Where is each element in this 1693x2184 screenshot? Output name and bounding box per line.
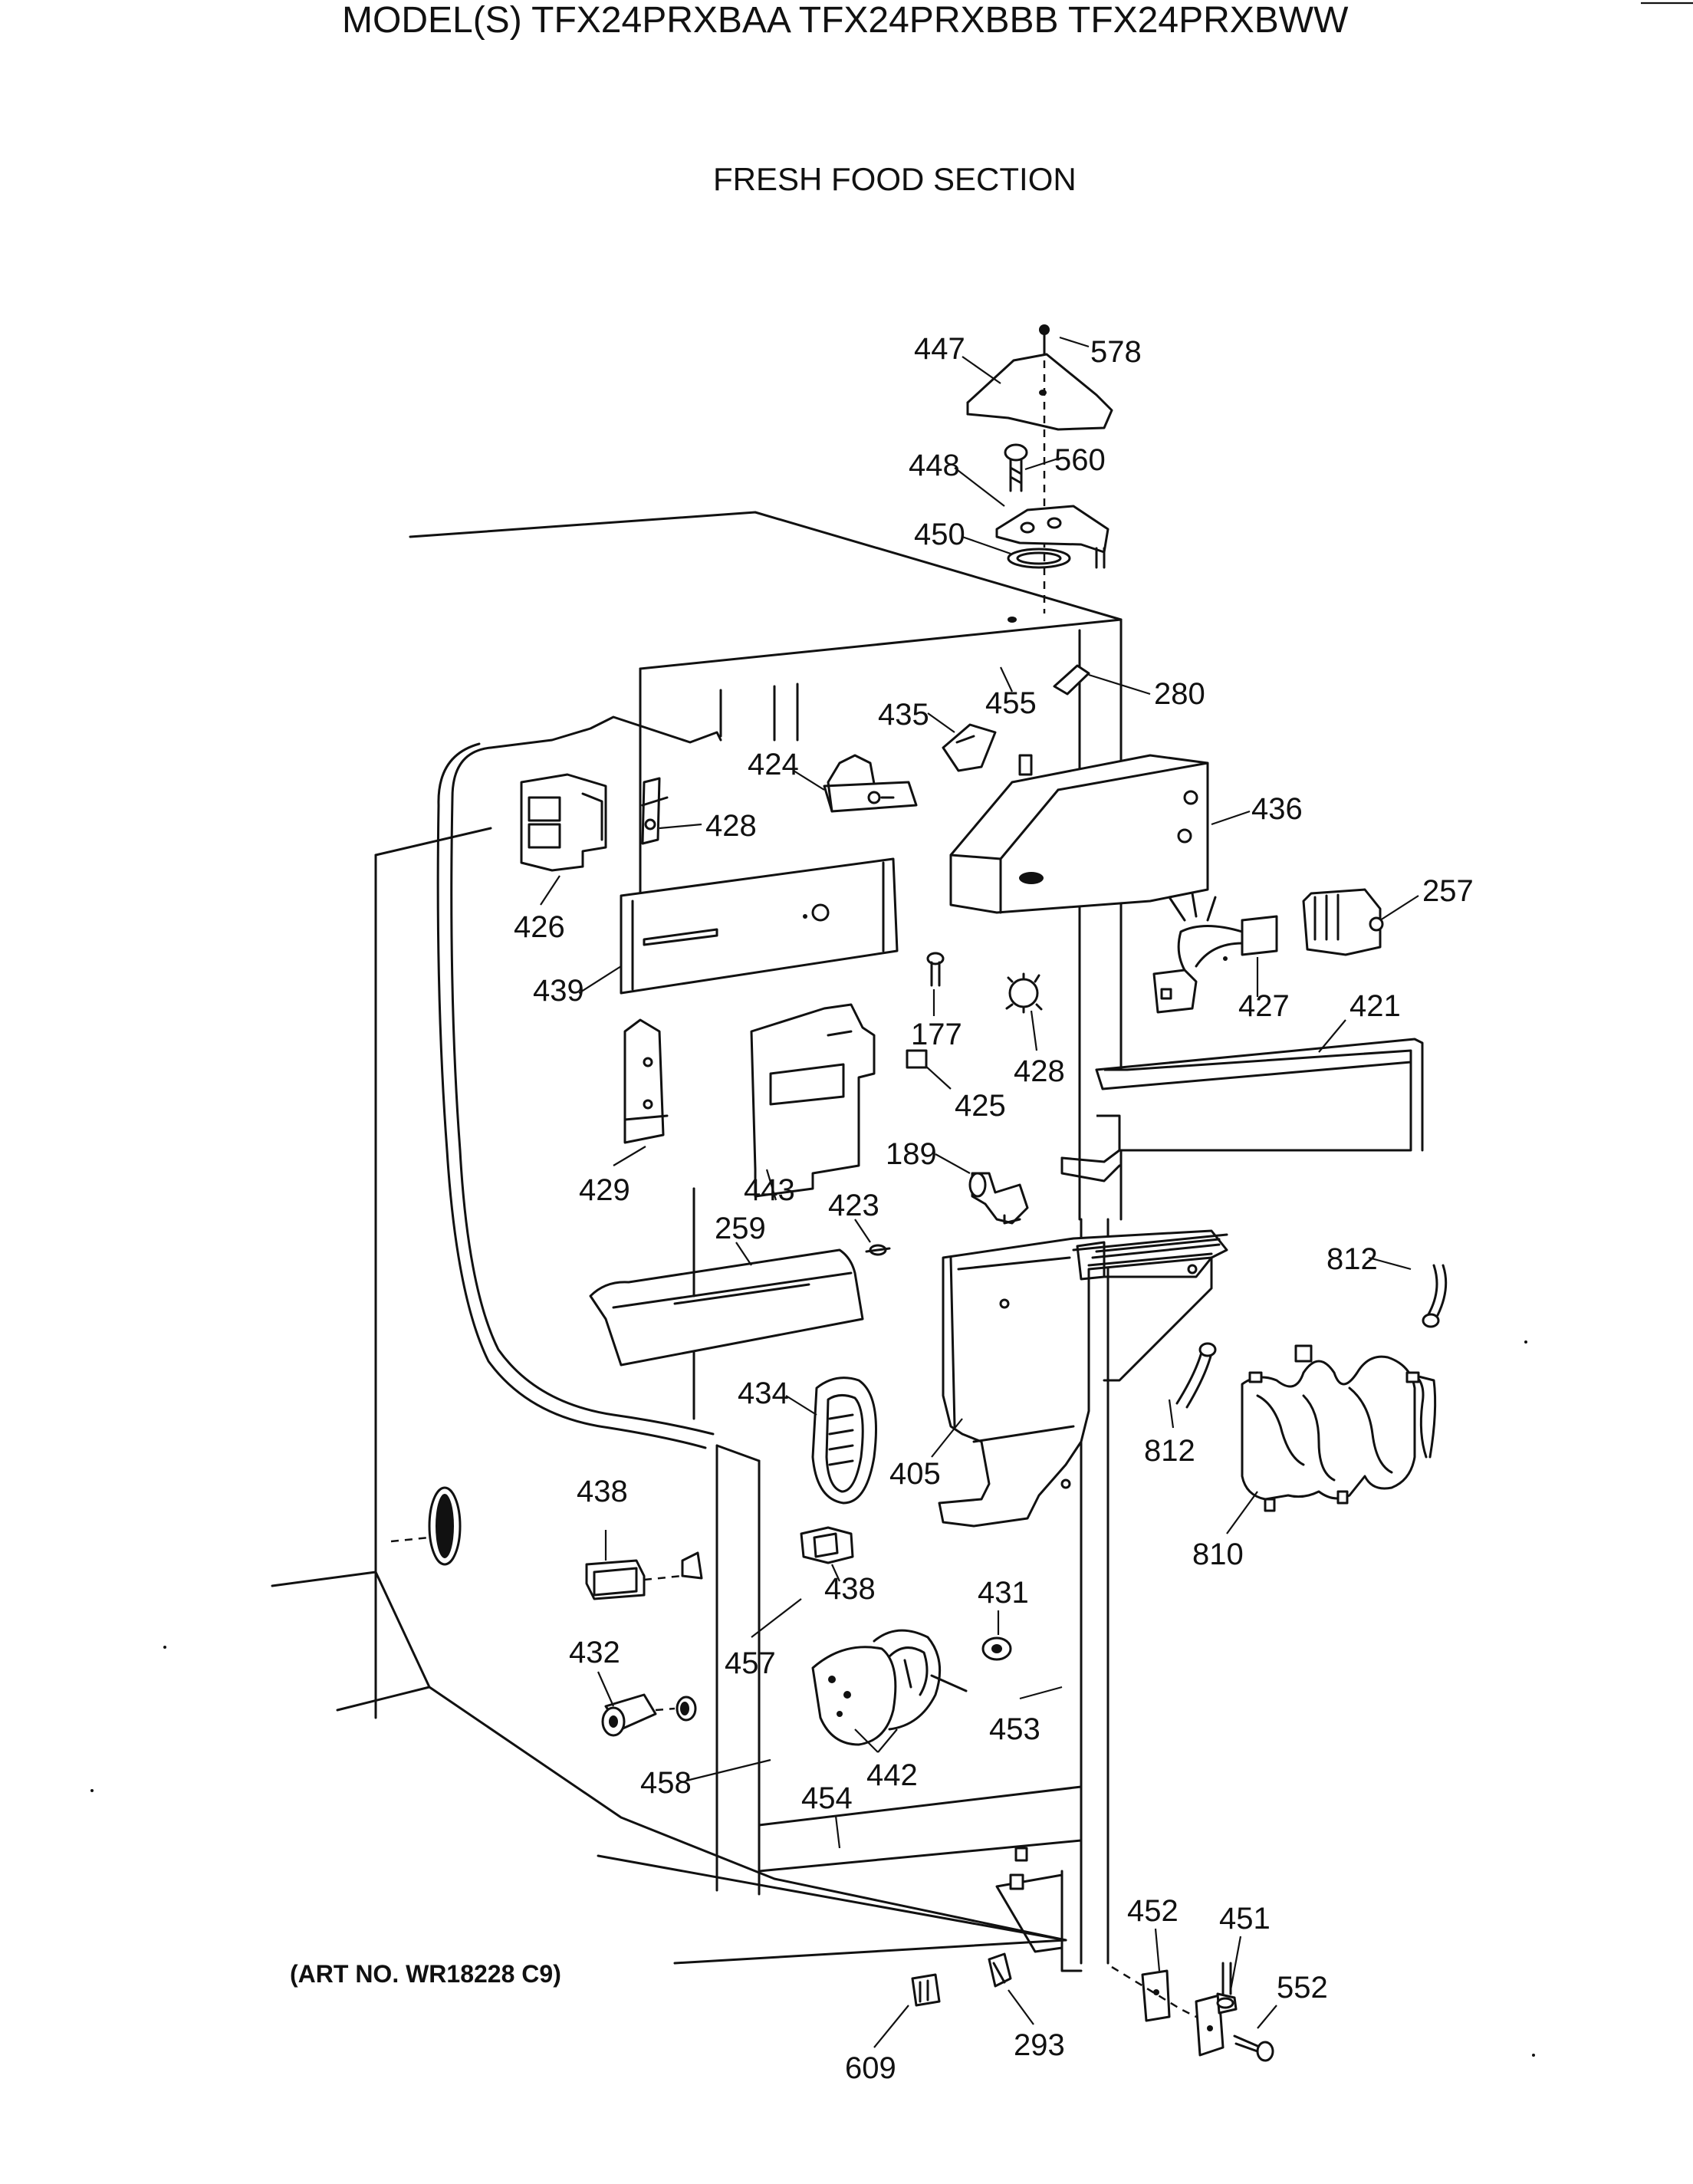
- callout-812-right: 812: [1326, 1242, 1378, 1276]
- part-425: [906, 1049, 928, 1069]
- callout-454: 454: [801, 1781, 853, 1815]
- control-housing-436: [949, 754, 1209, 914]
- thermostat-424: [823, 754, 918, 813]
- bumper-438-right: [800, 1526, 854, 1564]
- cabinet-outline: [271, 511, 1123, 1972]
- callout-438-right: 438: [824, 1572, 876, 1606]
- callout-560: 560: [1054, 443, 1106, 477]
- callout-427: 427: [1238, 989, 1290, 1023]
- callout-177: 177: [911, 1018, 962, 1051]
- callout-439: 439: [533, 974, 584, 1008]
- screw-552: [1233, 2034, 1274, 2062]
- switch-426: [520, 773, 607, 872]
- callout-447: 447: [914, 332, 965, 366]
- callout-428-upper: 428: [705, 809, 757, 843]
- shim-450: [1007, 548, 1071, 569]
- clip-429: [623, 1018, 669, 1144]
- part-293: [988, 1952, 1012, 1988]
- callout-421: 421: [1349, 989, 1401, 1023]
- callout-450: 450: [914, 518, 965, 551]
- callout-428-lower: 428: [1014, 1054, 1065, 1088]
- grommet-431: [981, 1636, 1012, 1661]
- callout-453: 453: [989, 1712, 1040, 1746]
- callout-426: 426: [514, 910, 565, 944]
- screw-177: [926, 952, 945, 987]
- callout-436: 436: [1251, 792, 1303, 826]
- hinge-hole: [1008, 617, 1017, 623]
- callout-259: 259: [715, 1212, 766, 1245]
- callout-578: 578: [1090, 335, 1142, 369]
- channel-421: [1060, 1038, 1424, 1182]
- callout-452: 452: [1127, 1894, 1179, 1928]
- bracket-443: [750, 1003, 876, 1198]
- light-socket-435: [942, 723, 997, 772]
- callout-432: 432: [569, 1636, 620, 1669]
- model-title: MODEL(S) TFX24PRXBAA TFX24PRXBBB TFX24PR…: [342, 0, 1349, 41]
- callout-257: 257: [1422, 874, 1474, 908]
- callout-810: 810: [1192, 1538, 1244, 1571]
- scan-specks: [90, 956, 1535, 2057]
- leader-lines: [540, 336, 1419, 2048]
- callout-552: 552: [1277, 1971, 1328, 2005]
- damper-control-442: [811, 1629, 968, 1746]
- callout-457: 457: [725, 1646, 776, 1680]
- section-title: FRESH FOOD SECTION: [713, 161, 1077, 197]
- callout-609: 609: [845, 2051, 896, 2085]
- damper-434: [811, 1377, 877, 1505]
- callout-423: 423: [828, 1189, 879, 1222]
- part-609: [911, 1973, 941, 2007]
- knob-428-lower: [1005, 972, 1043, 1014]
- callout-431: 431: [978, 1576, 1029, 1610]
- fitting-189: [968, 1172, 1029, 1225]
- air-duct-405: [938, 1229, 1228, 1528]
- callout-443: 443: [744, 1173, 795, 1207]
- defrost-timer-257: [1302, 888, 1384, 956]
- callout-812-center: 812: [1144, 1434, 1195, 1468]
- tube-812-right: [1422, 1264, 1448, 1328]
- callout-424: 424: [748, 748, 799, 781]
- callout-189: 189: [886, 1137, 937, 1171]
- bracket-439: [620, 857, 899, 995]
- callout-438-left: 438: [577, 1475, 628, 1508]
- callout-458: 458: [640, 1766, 692, 1800]
- callout-442: 442: [866, 1758, 918, 1792]
- light-socket-432: [601, 1693, 697, 1737]
- callout-293: 293: [1014, 2028, 1065, 2062]
- part-280: [1053, 664, 1090, 696]
- screw-560: [1004, 443, 1028, 492]
- callout-429: 429: [579, 1173, 630, 1207]
- part-423: [865, 1244, 891, 1256]
- callout-435: 435: [878, 698, 929, 732]
- art-number: (ART NO. WR18228 C9): [290, 1960, 561, 1988]
- tube-812-center: [1175, 1342, 1217, 1409]
- bottom-hinge-451: [1195, 1962, 1238, 2057]
- wire-harness-427: [1152, 892, 1278, 1014]
- callout-455: 455: [985, 686, 1037, 720]
- callout-448: 448: [909, 449, 960, 482]
- defrost-heater-810: [1241, 1344, 1437, 1512]
- top-hinge-448: [995, 505, 1109, 569]
- bumper-438-left: [585, 1551, 703, 1600]
- callout-405: 405: [889, 1457, 941, 1491]
- spring-428-upper: [641, 777, 669, 845]
- callout-434: 434: [738, 1377, 789, 1410]
- callout-425: 425: [955, 1089, 1006, 1123]
- light-shield-259: [589, 1248, 864, 1367]
- callout-280: 280: [1154, 677, 1205, 711]
- callout-451: 451: [1219, 1902, 1271, 1936]
